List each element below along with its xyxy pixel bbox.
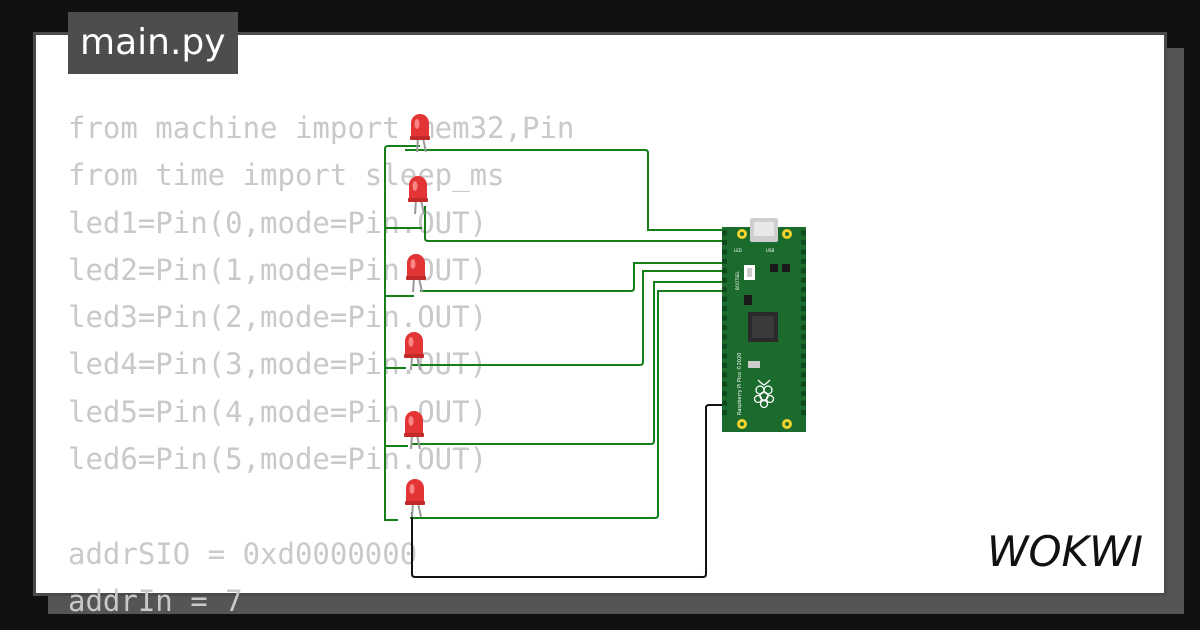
code-line: led1=Pin(0,mode=Pin.OUT) xyxy=(68,205,488,240)
header-pin xyxy=(801,391,806,397)
header-pin xyxy=(801,287,806,293)
header-pin xyxy=(722,334,727,340)
header-pin xyxy=(722,381,727,387)
preview-card: from machine import mem32,Pin from time i… xyxy=(33,32,1167,618)
led-icon[interactable] xyxy=(404,478,426,518)
board-name-label: Raspberry Pi Pico ©2020 xyxy=(736,353,743,415)
header-pin xyxy=(722,362,727,368)
bootsel-label: BOOTSEL xyxy=(735,271,740,290)
code-line: led3=Pin(2,mode=Pin.OUT) xyxy=(68,300,488,335)
raspberry-pi-pico-board[interactable]: USB LED BOOTSEL Raspberry Pi Pico ©2020 xyxy=(722,218,806,432)
header-pin xyxy=(722,325,727,330)
header-pin xyxy=(801,239,806,245)
usb-label: USB xyxy=(766,248,774,253)
header-pin xyxy=(801,372,806,378)
wokwi-logo-icon: WOKWI xyxy=(987,527,1143,576)
header-pin xyxy=(722,391,727,397)
header-pin xyxy=(801,268,806,274)
header-pin xyxy=(801,296,806,302)
header-pin xyxy=(801,353,806,359)
led-label: LED xyxy=(734,248,742,253)
header-pin xyxy=(722,287,727,293)
black-ground-wire xyxy=(411,404,722,578)
header-pin xyxy=(722,268,727,274)
header-pin xyxy=(801,306,806,312)
code-line: addrIn = 7 xyxy=(68,583,243,618)
header-pin xyxy=(722,258,727,264)
header-pin xyxy=(722,410,727,416)
header-pin xyxy=(801,343,806,349)
header-pin xyxy=(801,325,806,330)
header-pin xyxy=(801,315,806,321)
code-line: from machine import mem32,Pin xyxy=(68,111,575,145)
header-pin xyxy=(801,258,806,264)
pin-header-right xyxy=(801,230,806,416)
header-pin xyxy=(801,381,806,387)
header-pin xyxy=(801,277,806,283)
led-icon[interactable] xyxy=(405,253,427,293)
header-pin xyxy=(722,400,727,406)
green-wires xyxy=(384,145,722,521)
header-pin xyxy=(722,239,727,245)
header-pin xyxy=(801,400,806,406)
header-pin xyxy=(722,315,727,321)
raspberry-logo-icon xyxy=(753,379,775,409)
header-pin xyxy=(722,277,727,283)
file-tab[interactable]: main.py xyxy=(68,12,238,74)
header-pin xyxy=(722,230,727,236)
header-pin xyxy=(801,230,806,236)
header-pin xyxy=(722,353,727,359)
header-pin xyxy=(722,249,727,255)
header-pin xyxy=(801,410,806,416)
header-pin xyxy=(722,372,727,378)
wokwi-logo-text: WOKWI xyxy=(987,527,1143,576)
code-line: from time import sleep_ms xyxy=(68,158,505,193)
header-pin xyxy=(722,343,727,349)
pin-header-left xyxy=(722,230,727,416)
header-pin xyxy=(722,296,727,302)
header-pin xyxy=(722,306,727,312)
code-line: addrSIO = 0xd0000000 xyxy=(68,536,418,571)
code-line: led6=Pin(5,mode=Pin.OUT) xyxy=(68,442,488,477)
header-pin xyxy=(801,249,806,255)
header-pin xyxy=(801,362,806,368)
header-pin xyxy=(801,334,806,340)
code-editor: from machine import mem32,Pin from time i… xyxy=(68,105,574,625)
